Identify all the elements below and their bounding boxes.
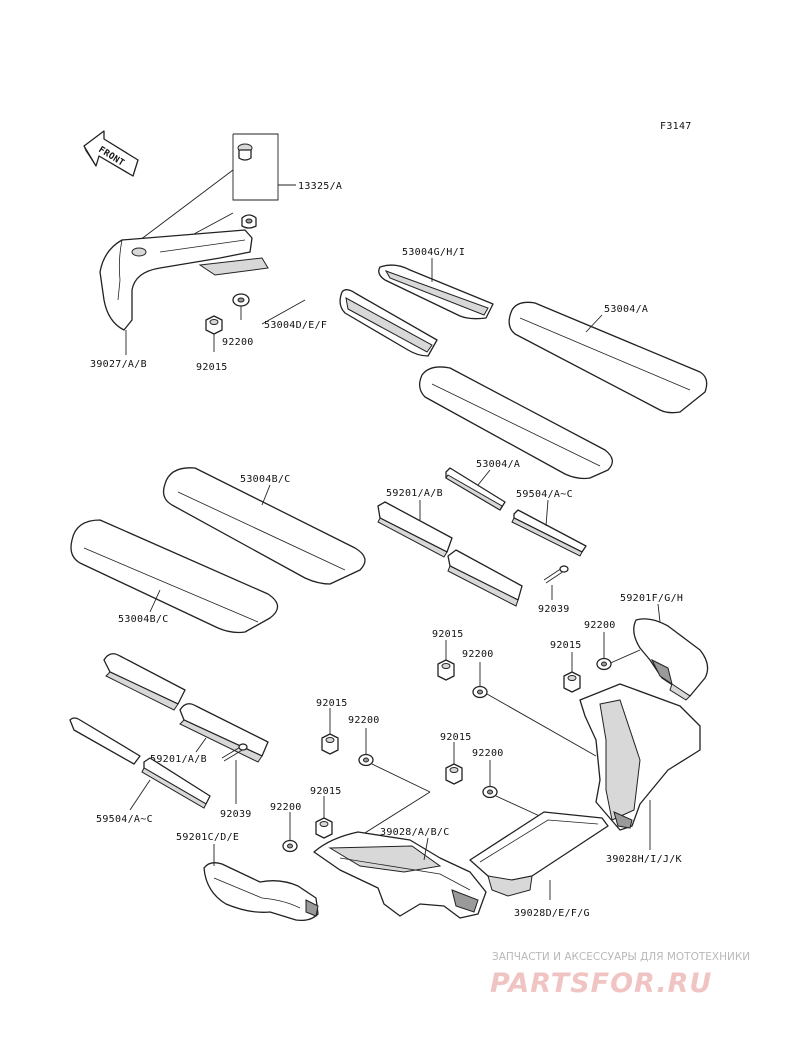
mat-53004a-middle bbox=[418, 366, 613, 480]
washer-92200-e bbox=[482, 760, 545, 819]
label-59504-2: 59504/A~C bbox=[96, 814, 153, 825]
washer-92200-b bbox=[596, 632, 612, 671]
rivet-92039-lower bbox=[221, 743, 248, 804]
label-39027: 39027/A/B bbox=[90, 359, 147, 370]
plug-bracket bbox=[139, 133, 296, 256]
label-92200-f: 92200 bbox=[270, 802, 302, 813]
nut-92015-f bbox=[315, 796, 333, 839]
label-53004ghi: 53004G/H/I bbox=[402, 247, 465, 258]
strip-59504-upper bbox=[511, 509, 587, 557]
label-92200-c: 92200 bbox=[462, 649, 494, 660]
bracket-39028abc bbox=[313, 831, 487, 919]
label-13325: 13325/A bbox=[298, 181, 342, 192]
label-53004a-1: 53004/A bbox=[604, 304, 648, 315]
label-39028defg: 39028D/E/F/G bbox=[514, 908, 590, 919]
washer-92200-d bbox=[358, 728, 431, 837]
nut-92015-e bbox=[445, 742, 463, 785]
mat-53004ghi bbox=[378, 264, 494, 320]
label-59201ab-2: 59201/A/B bbox=[150, 754, 207, 765]
diagram-code: F3147 bbox=[660, 121, 692, 132]
label-92200-e: 92200 bbox=[472, 748, 504, 759]
channel-59201ab-upper bbox=[377, 501, 523, 607]
cover-59201cde bbox=[203, 862, 319, 922]
label-92015-f: 92015 bbox=[310, 786, 342, 797]
mat-53004a-right bbox=[508, 301, 708, 414]
label-92039-1: 92039 bbox=[538, 604, 570, 615]
nut-92015-d bbox=[321, 708, 339, 755]
bracket-39028hijk bbox=[579, 683, 701, 850]
label-92039-2: 92039 bbox=[220, 809, 252, 820]
label-59201cde: 59201C/D/E bbox=[176, 832, 239, 843]
nut-92015-c bbox=[437, 640, 455, 681]
watermark-logo: PARTSFOR.RU bbox=[490, 968, 712, 999]
cover-59201fgh bbox=[633, 618, 709, 701]
label-92015-e: 92015 bbox=[440, 732, 472, 743]
plate-39028defg bbox=[469, 811, 609, 900]
label-53004bc-1: 53004B/C bbox=[240, 474, 291, 485]
label-92015-b: 92015 bbox=[550, 640, 582, 651]
label-53004a-2: 53004/A bbox=[476, 459, 520, 470]
label-39028hijk: 39028H/I/J/K bbox=[606, 854, 682, 865]
washer-92200-f bbox=[282, 812, 298, 853]
label-53004bc-2: 53004B/C bbox=[118, 614, 169, 625]
channel-59201ab-lower bbox=[103, 653, 269, 763]
front-arrow-icon: FRONT bbox=[83, 130, 139, 177]
label-92200-b: 92200 bbox=[584, 620, 616, 631]
front-bracket-39027 bbox=[99, 229, 269, 355]
strip-59504-lower bbox=[69, 717, 211, 809]
label-59201ab-1: 59201/A/B bbox=[386, 488, 443, 499]
watermark-tagline: ЗАПЧАСТИ И АКСЕССУАРЫ ДЛЯ МОТОТЕХНИКИ bbox=[492, 951, 750, 963]
label-92015-d: 92015 bbox=[316, 698, 348, 709]
nut-92015-a bbox=[205, 315, 223, 352]
washer-92200-c bbox=[472, 662, 597, 757]
mat-53004bc-upper bbox=[162, 467, 366, 585]
label-59201fgh: 59201F/G/H bbox=[620, 593, 683, 604]
label-92200-d: 92200 bbox=[348, 715, 380, 726]
rivet-92039-upper bbox=[543, 565, 569, 600]
mat-53004def bbox=[339, 289, 438, 357]
label-39028abc: 39028/A/B/C bbox=[380, 827, 450, 838]
label-53004def: 53004D/E/F bbox=[264, 320, 327, 331]
mat-53004a-small bbox=[445, 467, 506, 511]
label-92200-a: 92200 bbox=[222, 337, 254, 348]
label-92015-c: 92015 bbox=[432, 629, 464, 640]
label-92015-a: 92015 bbox=[196, 362, 228, 373]
label-59504-1: 59504/A~C bbox=[516, 489, 573, 500]
washer-92200-a bbox=[232, 293, 250, 320]
mat-53004bc-lower bbox=[70, 519, 279, 634]
nut-92015-b bbox=[563, 652, 581, 693]
